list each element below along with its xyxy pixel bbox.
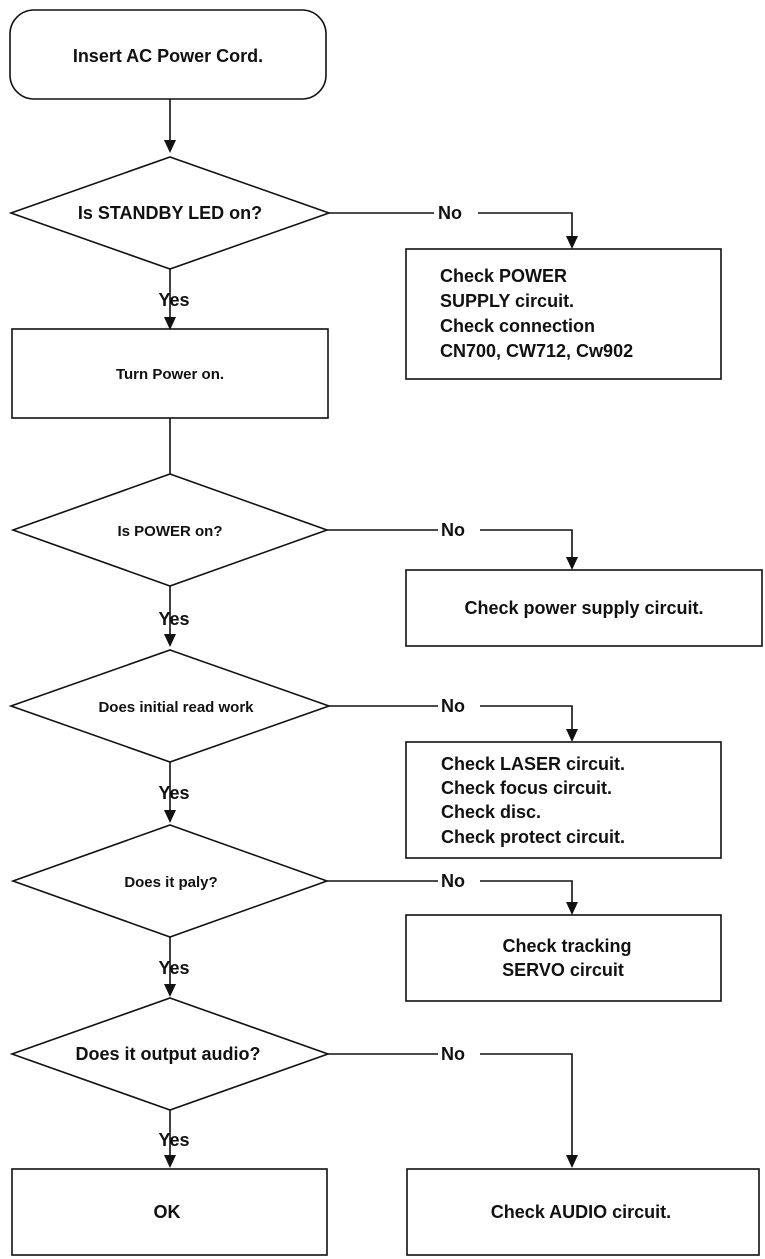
label-no-power: No bbox=[441, 520, 465, 540]
decision-initial-read-text: Does initial read work bbox=[98, 699, 254, 716]
arrow-to-power-check-2 bbox=[566, 557, 578, 570]
arrow-to-tracking-check bbox=[566, 902, 578, 915]
connector-play-no-right bbox=[480, 880, 573, 902]
arrow-to-power-check-1 bbox=[566, 236, 578, 249]
decision-standby-text: Is STANDBY LED on? bbox=[78, 203, 262, 223]
check-tracking-box bbox=[405, 914, 722, 1002]
arrow-to-turn-power bbox=[164, 317, 176, 330]
arrow-to-laser-check bbox=[566, 729, 578, 742]
arrow-to-ok bbox=[164, 1155, 176, 1168]
process-ok bbox=[11, 1168, 328, 1256]
label-no-standby: No bbox=[438, 203, 462, 223]
arrow-to-play bbox=[164, 810, 176, 823]
check-tracking-line-1: Check tracking bbox=[502, 936, 631, 956]
check-laser-line-3: Check disc. bbox=[441, 802, 541, 822]
check-laser-line-1: Check LASER circuit. bbox=[441, 754, 625, 774]
label-yes-power: Yes bbox=[158, 609, 189, 629]
decision-audio-text: Does it output audio? bbox=[76, 1044, 261, 1064]
check-power-line-2: SUPPLY circuit. bbox=[440, 291, 574, 311]
connector-initial-read-no-right bbox=[480, 705, 573, 729]
check-power-line-3: Check connection bbox=[440, 316, 595, 336]
check-audio-box bbox=[406, 1168, 760, 1256]
decision-play-text: Does it paly? bbox=[124, 874, 217, 891]
check-power-supply-box-2 bbox=[405, 569, 763, 647]
label-no-audio: No bbox=[441, 1044, 465, 1064]
label-no-play: No bbox=[441, 871, 465, 891]
decision-power-text: Is POWER on? bbox=[118, 523, 223, 540]
check-power-supply-box-1 bbox=[405, 248, 722, 380]
start-terminator bbox=[9, 9, 327, 100]
label-yes-initial-read: Yes bbox=[158, 783, 189, 803]
check-power-line-1: Check POWER bbox=[440, 266, 567, 286]
check-laser-line-4: Check protect circuit. bbox=[441, 827, 625, 847]
label-yes-standby: Yes bbox=[158, 290, 189, 310]
connector-audio-no-right bbox=[480, 1053, 573, 1155]
check-power-supply-2-text: Check power supply circuit. bbox=[464, 598, 703, 618]
process-ok-text: OK bbox=[154, 1202, 181, 1222]
check-laser-box bbox=[405, 741, 722, 859]
arrow-to-audio bbox=[164, 984, 176, 997]
check-audio-text: Check AUDIO circuit. bbox=[491, 1202, 671, 1222]
check-tracking-line-2: SERVO circuit bbox=[502, 960, 624, 980]
label-no-initial-read: No bbox=[441, 696, 465, 716]
check-power-line-4: CN700, CW712, Cw902 bbox=[440, 341, 633, 361]
arrow-to-audio-check bbox=[566, 1155, 578, 1168]
process-turn-power bbox=[11, 328, 329, 419]
label-yes-audio: Yes bbox=[158, 1130, 189, 1150]
label-yes-play: Yes bbox=[158, 958, 189, 978]
connector-power-no-right bbox=[480, 529, 573, 557]
arrow-to-initial-read bbox=[164, 634, 176, 647]
connector-standby-no-right bbox=[478, 212, 573, 236]
check-laser-line-2: Check focus circuit. bbox=[441, 778, 612, 798]
process-turn-power-text: Turn Power on. bbox=[116, 366, 224, 383]
start-text: Insert AC Power Cord. bbox=[73, 46, 263, 66]
arrow-to-standby bbox=[164, 140, 176, 153]
